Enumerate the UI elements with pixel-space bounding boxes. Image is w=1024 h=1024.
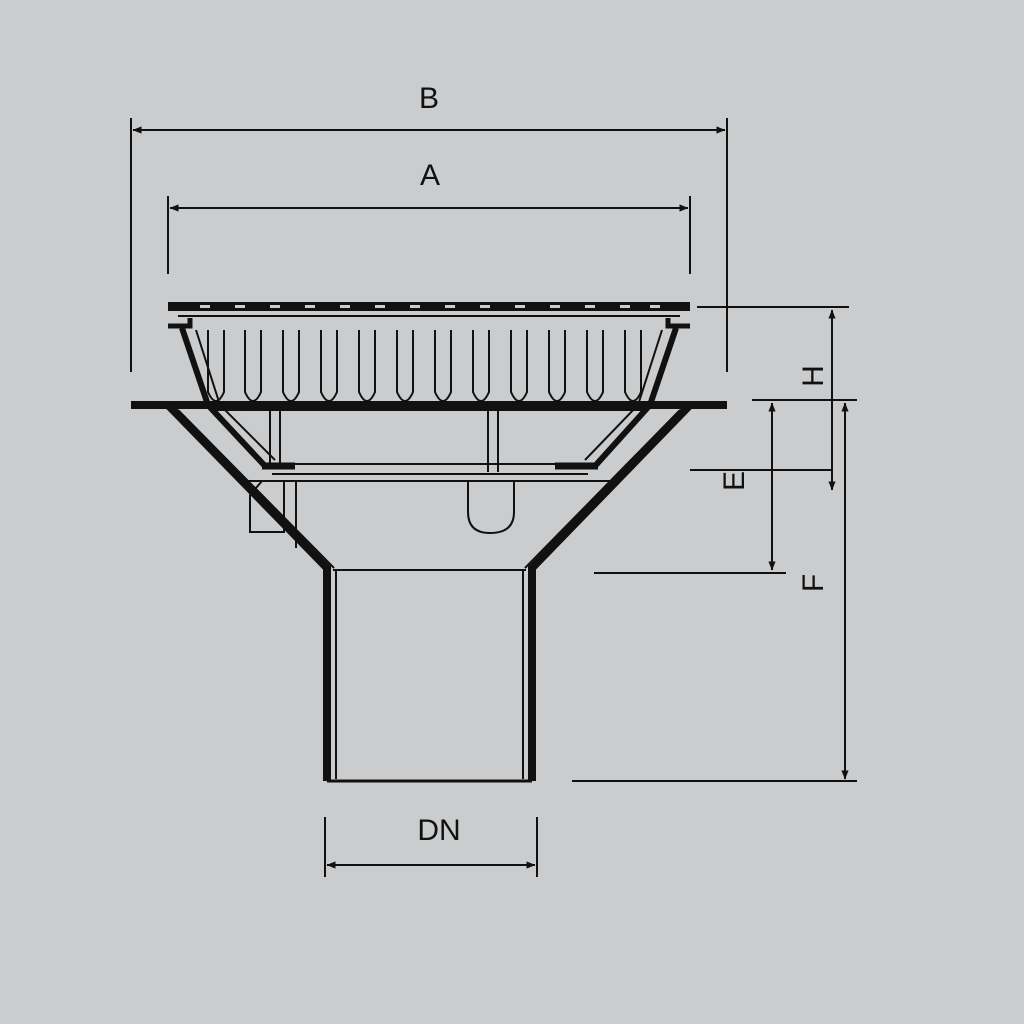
grate-plate <box>168 302 690 311</box>
basket-wall-right <box>592 327 679 469</box>
frame-ledge-right <box>665 318 690 329</box>
funnel-wall-right <box>528 402 693 781</box>
basket-wall-left <box>179 327 268 469</box>
funnel-inner-right <box>524 409 681 569</box>
funnel-wall-left <box>165 402 331 781</box>
drain-body <box>131 401 727 783</box>
frame-ledge-left <box>168 318 193 329</box>
grate-slots <box>200 305 660 308</box>
dim-label-h: H <box>797 365 830 387</box>
basket-ribs <box>207 330 642 402</box>
dim-label-dn: DN <box>417 814 460 847</box>
grate-assembly <box>168 302 690 548</box>
dim-label-b: B <box>419 82 439 115</box>
odour-trap <box>467 481 515 535</box>
basket-inner-left <box>195 329 276 461</box>
dim-label-f: F <box>797 574 830 592</box>
basket-inner-right <box>584 329 663 461</box>
dim-label-a: A <box>420 159 440 192</box>
dimension-lines <box>130 118 857 877</box>
dim-label-e: E <box>718 471 751 491</box>
side-tab <box>249 480 285 533</box>
